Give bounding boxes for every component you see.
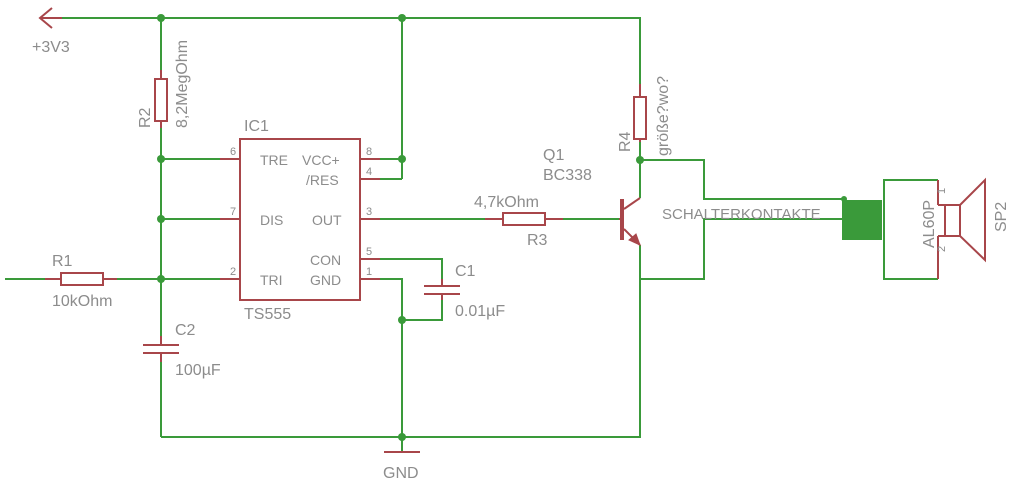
r3-value: 4,7kOhm: [474, 194, 539, 211]
speaker-cone-icon: [959, 177, 986, 263]
c1-name: C1: [455, 263, 476, 280]
junction-dot: [398, 14, 406, 22]
wires: [5, 17, 938, 452]
transistor-q1: Q1 BC338: [543, 147, 641, 246]
r2-name: R2: [137, 107, 154, 128]
pin-name: VCC+: [302, 152, 340, 168]
resistor-r2: R2 8,2MegOhm: [137, 40, 191, 128]
junction-dot: [398, 433, 406, 441]
junctions: [157, 14, 644, 441]
pin-number: 4: [366, 166, 372, 178]
resistor-r3: 4,7kOhm R3: [474, 194, 563, 249]
pin-number: 8: [366, 146, 372, 158]
junction-dot: [398, 155, 406, 163]
wire-supply-rail: [40, 17, 641, 84]
pin-number: 6: [230, 146, 236, 158]
ground-label: GND: [383, 465, 419, 482]
pin-name: DIS: [260, 212, 283, 228]
pin-name: GND: [310, 272, 341, 288]
emitter-arrow-icon: [628, 233, 641, 246]
capacitor-c1: C1 0.01µF: [424, 263, 505, 320]
sp2-value: AL60P: [921, 200, 938, 248]
pin-name: /RES: [306, 172, 339, 188]
junction-dot: [157, 155, 165, 163]
junction-dot: [398, 316, 406, 324]
switch-label: SCHALTERKONTAKTE: [662, 206, 821, 223]
pin-number: 7: [230, 206, 236, 218]
junction-dot: [157, 215, 165, 223]
r4-name: R4: [617, 131, 634, 152]
junction-dot: [157, 275, 165, 283]
resistor-r1: R1 10kOhm: [45, 253, 117, 310]
wire-bottom-rail: [161, 245, 641, 438]
wire-speaker-loop: [883, 179, 938, 280]
transistor-collector: [623, 197, 641, 210]
supply-symbol: +3V3: [32, 7, 70, 56]
ic-name: IC1: [244, 118, 269, 135]
ic-value: TS555: [244, 306, 291, 323]
q1-name: Q1: [543, 147, 564, 164]
c2-name: C2: [175, 322, 196, 339]
pin-name: OUT: [312, 212, 342, 228]
c2-value: 100µF: [175, 362, 221, 379]
junction-dot: [636, 156, 644, 164]
pin-name: TRE: [260, 152, 288, 168]
switch-contacts: SCHALTERKONTAKTE: [662, 196, 882, 240]
r1-value: 10kOhm: [52, 293, 112, 310]
pin-name: CON: [310, 252, 341, 268]
junction-dot: [157, 14, 165, 22]
speaker-sp2: SP2 AL60P 1 2: [921, 177, 1010, 279]
wire-switch-top: [640, 159, 844, 200]
ic-ts555: IC1 TS555 6 7 2 TRE DIS TRI 8 4 3 5 1 VC…: [220, 118, 380, 323]
q1-value: BC338: [543, 167, 592, 184]
wire-con-c1: [380, 258, 443, 279]
wire-pin1-gnd: [380, 278, 403, 452]
pin-number: 2: [230, 266, 236, 278]
r3-name: R3: [527, 232, 548, 249]
pin-name: TRI: [260, 272, 283, 288]
r2-value: 8,2MegOhm: [174, 40, 191, 128]
sp2-pin2: 2: [936, 246, 948, 252]
ground-symbol: GND: [383, 451, 420, 482]
pin-number: 3: [366, 206, 372, 218]
wire-switch-bottom: [640, 218, 842, 280]
pin-number: 1: [366, 266, 372, 278]
supply-label: +3V3: [32, 39, 70, 56]
sp2-pin1: 1: [936, 188, 948, 194]
wire-c1-gnd: [402, 300, 443, 321]
r1-name: R1: [52, 253, 73, 270]
c1-value: 0.01µF: [455, 303, 505, 320]
switch-block: [842, 200, 882, 240]
speaker-coil-icon: [944, 204, 961, 237]
resistor-r4: R4 größe?wo?: [617, 76, 672, 156]
capacitor-c2: C2 100µF: [143, 322, 221, 379]
pin-number: 5: [366, 246, 372, 258]
sp2-name: SP2: [993, 202, 1010, 232]
r4-value: größe?wo?: [655, 76, 672, 156]
ic-body: [239, 138, 361, 301]
